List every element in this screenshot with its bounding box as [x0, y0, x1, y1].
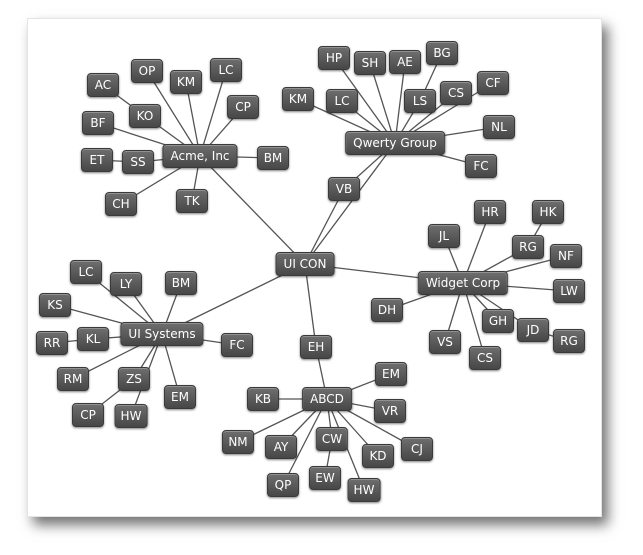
node-b-qp[interactable]: QP	[267, 473, 299, 497]
edge-q_sh-qwerty	[369, 62, 396, 144]
node-q-ae[interactable]: AE	[389, 50, 421, 74]
node-q-lc[interactable]: LC	[326, 89, 358, 113]
node-a-ch[interactable]: CH	[105, 192, 137, 216]
edge-a_km-acme	[185, 81, 201, 157]
node-b-cw[interactable]: CW	[315, 427, 349, 451]
node-w-gh[interactable]: GH	[482, 309, 514, 333]
node-w-cs[interactable]: CS	[469, 346, 501, 370]
node-u-hw[interactable]: HW	[114, 404, 148, 428]
node-u-bm[interactable]: BM	[165, 271, 197, 295]
node-a-bf[interactable]: BF	[82, 111, 114, 135]
node-abcd[interactable]: ABCD	[302, 387, 352, 411]
node-u-ks[interactable]: KS	[39, 293, 71, 317]
node-u-rr[interactable]: RR	[36, 331, 68, 355]
node-a-et[interactable]: ET	[81, 148, 113, 172]
node-w-nf[interactable]: NF	[550, 244, 582, 268]
node-w-jd[interactable]: JD	[517, 318, 549, 342]
node-u-cp[interactable]: CP	[72, 403, 104, 427]
node-q-cs[interactable]: CS	[440, 81, 472, 105]
node-q-fc[interactable]: FC	[465, 154, 497, 178]
node-a-ss[interactable]: SS	[122, 150, 154, 174]
node-eh[interactable]: EH	[300, 335, 332, 359]
node-uicon[interactable]: UI CON	[275, 252, 335, 276]
node-b-kb[interactable]: KB	[247, 387, 279, 411]
edge-q_ae-qwerty	[394, 61, 406, 144]
node-q-km[interactable]: KM	[282, 87, 314, 111]
node-a-bm[interactable]: BM	[257, 146, 289, 170]
edge-w_cs-widget	[462, 282, 486, 359]
node-w-dh[interactable]: DH	[371, 298, 403, 322]
node-b-em[interactable]: EM	[375, 362, 407, 386]
node-q-bg[interactable]: BG	[426, 41, 458, 65]
node-a-op[interactable]: OP	[131, 59, 163, 83]
node-q-sh[interactable]: SH	[354, 51, 386, 75]
node-u-kl[interactable]: KL	[77, 327, 109, 351]
edge-b_qp-abcd	[282, 398, 328, 486]
node-b-hw[interactable]: HW	[347, 478, 381, 502]
node-q-vb[interactable]: VB	[328, 177, 360, 201]
node-u-fc[interactable]: FC	[221, 333, 253, 357]
node-u-rm[interactable]: RM	[57, 367, 89, 391]
edge-q_hp-qwerty	[333, 57, 396, 144]
node-a-cp[interactable]: CP	[227, 95, 259, 119]
node-uisys[interactable]: UI Systems	[120, 322, 204, 346]
node-w-jl[interactable]: JL	[428, 224, 460, 248]
node-q-hp[interactable]: HP	[318, 46, 350, 70]
edge-a_op-acme	[146, 70, 201, 157]
edge-uicon-qwerty	[304, 142, 396, 265]
node-b-vr[interactable]: VR	[374, 399, 406, 423]
node-qwerty[interactable]: Qwerty Group	[345, 131, 445, 155]
node-w-hr[interactable]: HR	[474, 200, 506, 224]
node-w-rg2[interactable]: RG	[553, 329, 585, 353]
edge-a_lc-acme	[199, 69, 227, 157]
edge-uicon-acme	[199, 155, 306, 265]
edge-uicon-eh	[304, 263, 317, 348]
node-acme[interactable]: Acme, Inc	[162, 144, 238, 168]
node-w-lw[interactable]: LW	[553, 279, 585, 303]
node-a-lc[interactable]: LC	[210, 58, 242, 82]
node-q-nl[interactable]: NL	[483, 115, 515, 139]
node-w-vs[interactable]: VS	[429, 330, 461, 354]
node-b-nm[interactable]: NM	[222, 430, 254, 454]
node-u-lc[interactable]: LC	[70, 260, 102, 284]
node-b-cj[interactable]: CJ	[401, 437, 433, 461]
node-b-kd[interactable]: KD	[362, 444, 394, 468]
node-a-ac[interactable]: AC	[87, 73, 119, 97]
node-a-ko[interactable]: KO	[129, 104, 161, 128]
node-u-em[interactable]: EM	[164, 385, 196, 409]
node-widget[interactable]: Widget Corp	[417, 271, 509, 295]
node-a-km[interactable]: KM	[170, 70, 202, 94]
edge-uicon-q_vb	[304, 188, 345, 265]
node-q-cf[interactable]: CF	[477, 71, 509, 95]
node-u-zs[interactable]: ZS	[118, 367, 150, 391]
node-b-ay[interactable]: AY	[265, 435, 297, 459]
node-u-ly[interactable]: LY	[110, 272, 142, 296]
node-w-rg[interactable]: RG	[512, 235, 544, 259]
node-b-ew[interactable]: EW	[309, 466, 341, 490]
node-w-hk[interactable]: HK	[532, 200, 564, 224]
node-q-ls[interactable]: LS	[404, 89, 436, 113]
node-a-tk[interactable]: TK	[176, 189, 208, 213]
